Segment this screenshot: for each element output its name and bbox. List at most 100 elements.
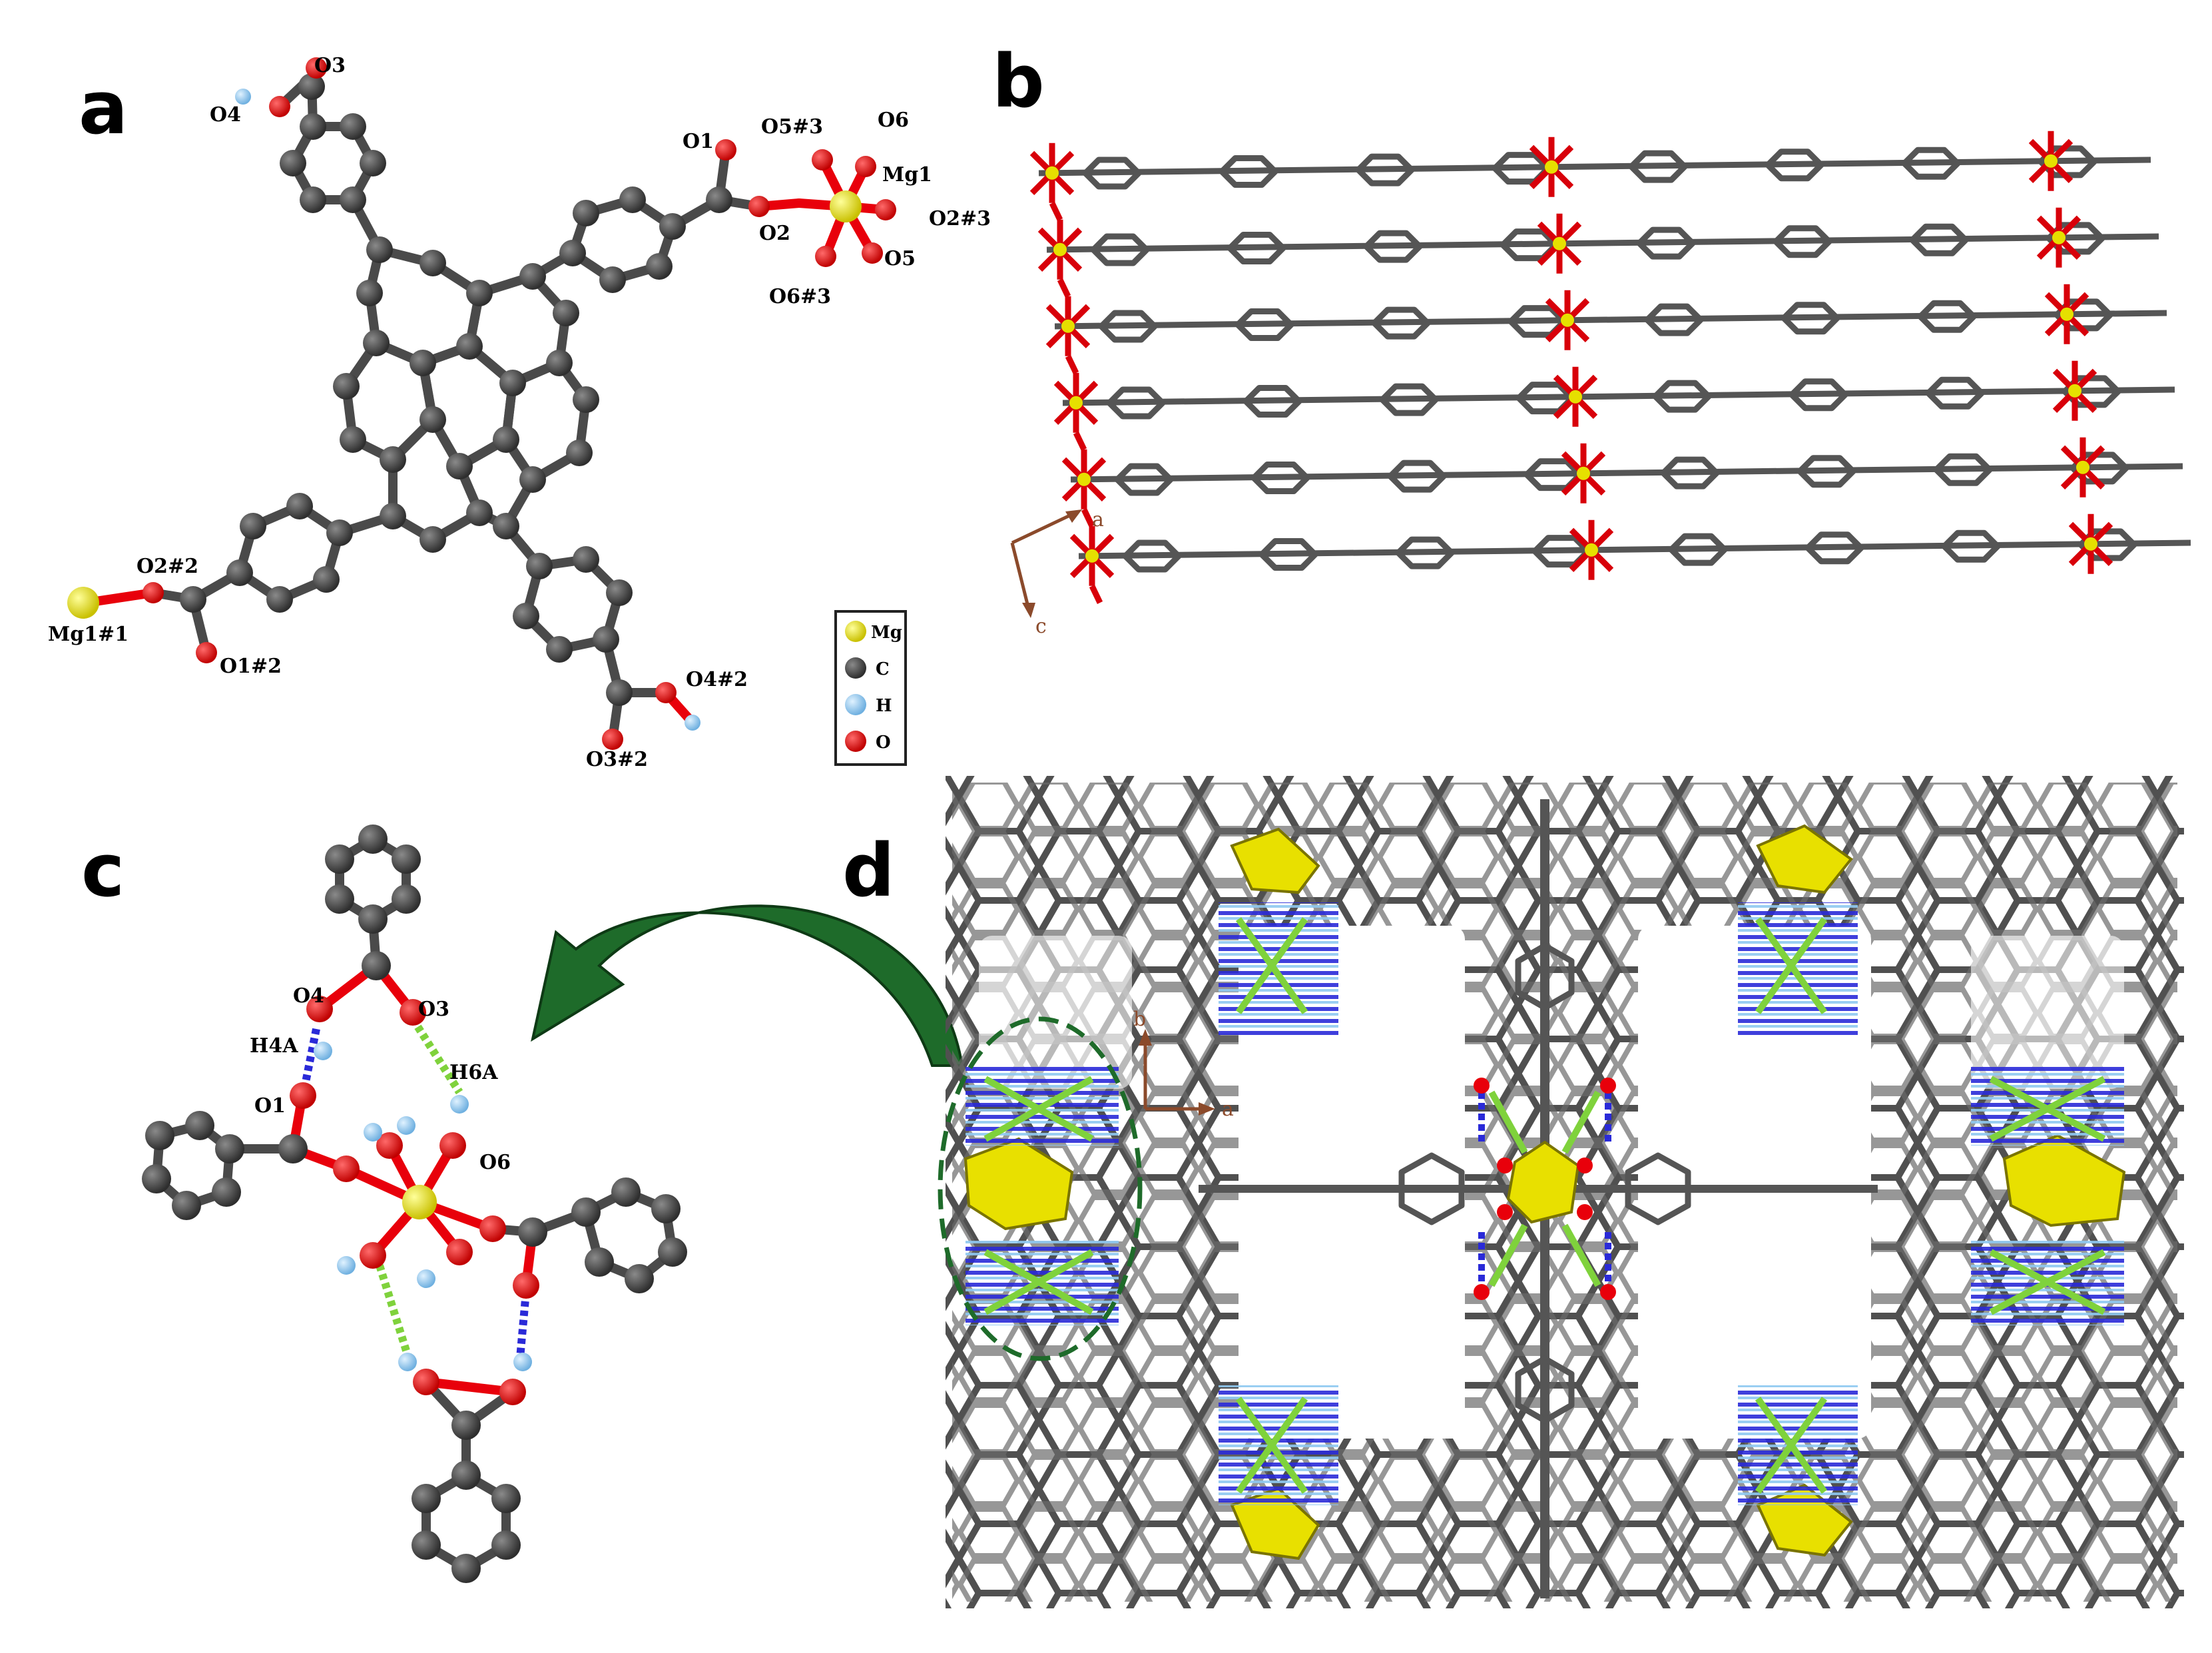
benzene-ring [1789,378,1848,412]
legend-c-swatch [845,657,866,679]
benzene-ring [2077,528,2137,561]
curved-arrow [531,904,964,1067]
legend-h-label: H [876,696,892,716]
legend-o-swatch [845,731,866,752]
benzene-ring [2038,145,2097,178]
mg-atom [1061,319,1075,333]
benzene-ring [1765,149,1824,182]
mg-atom [1585,543,1598,557]
mg-atom [2044,154,2058,168]
mg-chain-link [1089,585,1103,604]
benzene-ring [1371,306,1431,340]
label-c-H4A: H4A [250,1034,298,1058]
panel-c-atom-labels: O4 O3 H4A H6A O1 O6 [250,984,511,1174]
axis-label-c: c [1035,615,1047,638]
framework-channels [979,926,2124,1439]
hbond-stacks [966,902,2124,1505]
benzene-ring [1660,456,1720,490]
axis-indicator-b: a c [1010,508,1104,638]
benzene-ring [1917,300,1977,333]
mg-atom [2068,384,2081,398]
label-c-O1: O1 [254,1094,286,1118]
panel-letter-a: a [79,65,128,151]
legend-mg-swatch [845,621,866,642]
label-O1-2: O1#2 [220,655,282,678]
benzene-ring [1941,529,2001,563]
benzene-ring [1250,462,1310,495]
panel-d: d [842,776,2184,1608]
label-Mg1-1: Mg1#1 [48,623,129,646]
benzene-ring [1122,539,1182,573]
label-O1: O1 [683,130,714,153]
benzene-ring [1219,155,1278,188]
axis-label-a: a [1092,508,1104,531]
label-O2-3: O2#3 [929,207,991,230]
benzene-ring [1235,308,1294,342]
mg-chain-link [1057,278,1071,298]
benzene-ring [1243,385,1302,418]
mg-atom [2060,307,2074,321]
panel-letter-b: b [992,39,1045,124]
label-O4-2: O4#2 [686,668,748,691]
mg-atom [1561,313,1574,327]
benzene-ring [1227,232,1286,265]
benzene-ring [1909,223,1969,256]
layer-chain [1046,233,2159,253]
label-c-O3: O3 [418,998,449,1021]
benzene-ring [1387,460,1447,493]
label-O2-2: O2#2 [137,555,198,578]
layer-chain [1078,539,2191,559]
label-Mg1: Mg1 [882,163,932,186]
benzene-ring [1797,455,1856,488]
label-O5: O5 [884,247,916,270]
benzene-ring [2062,375,2121,408]
benzene-ring [1644,303,1704,336]
mg-chain-link [1081,508,1095,527]
benzene-ring [1363,230,1423,263]
benzene-ring [2070,452,2129,485]
panel-c: c [81,825,687,1583]
label-O5-3: O5#3 [761,115,823,139]
legend-mg-label: Mg [871,623,902,643]
panel-a: a [48,54,991,771]
mg-atom [2076,460,2089,474]
mg-atom [1569,390,1582,404]
benzene-ring [1781,302,1840,335]
panel-c-atoms [142,825,687,1583]
benzene-ring [1925,376,1985,410]
benzene-ring [1628,150,1688,183]
benzene-ring [1379,383,1439,416]
label-O6: O6 [878,109,909,132]
panel-letter-c: c [81,828,125,913]
mg-atom [1545,160,1558,174]
benzene-ring [2054,298,2113,332]
label-c-O4: O4 [293,984,324,1008]
mg-atom [1069,396,1083,410]
highlight-ellipse [938,1016,1143,1361]
mg-chain-link [1073,432,1087,451]
label-O3: O3 [314,54,346,77]
legend-h-swatch [845,694,866,715]
benzene-ring [1395,536,1455,569]
mg-polyhedra [964,824,2126,1560]
mg-atom [1577,466,1590,480]
layer-chain [1062,386,2175,406]
label-O4: O4 [210,103,241,127]
label-O3-2: O3#2 [586,748,648,771]
label-O6-3: O6#3 [769,285,831,308]
benzene-ring [1804,531,1864,565]
axis-label-a-d: a [1222,1098,1234,1121]
axis-indicator-d: b a [1133,1008,1234,1121]
mg-chain-link [1065,355,1079,374]
mg-atom [1085,549,1099,563]
mg-atom [2084,537,2097,551]
benzene-ring [1668,533,1728,566]
benzene-ring [1355,153,1415,186]
mg-chain-link [1049,202,1063,221]
benzene-ring [1098,310,1158,343]
panel-a-atom-labels: O3 O4 O1 O2 O5#3 O6 Mg1 O2#3 O5 O6#3 O2#… [48,54,991,771]
mg-atom [1045,166,1059,180]
benzene-ring [1090,233,1150,266]
mg-atom [1077,472,1091,486]
